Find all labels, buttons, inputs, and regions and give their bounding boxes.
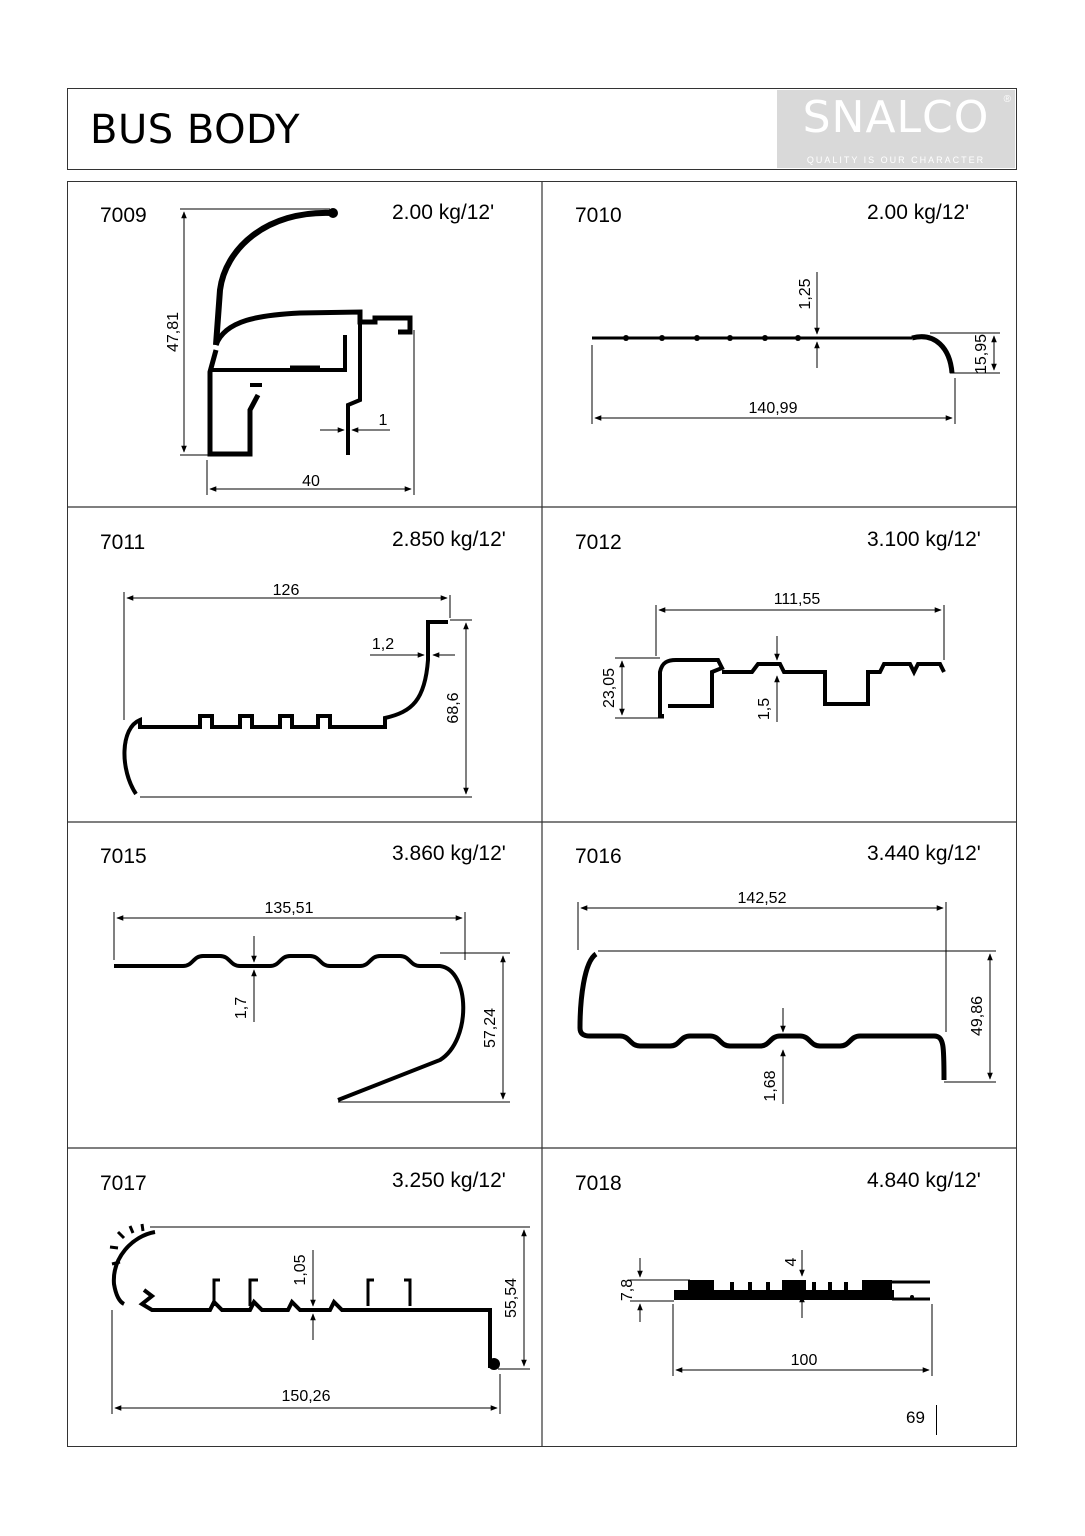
dim-7015-height: 57,24 <box>482 1008 499 1048</box>
logo-tagline: QUALITY IS OUR CHARACTER <box>806 155 986 165</box>
profile-drawing-7010 <box>591 272 1000 424</box>
page-number: 69 <box>906 1408 925 1427</box>
profile-code-7016: 7016 <box>575 845 622 868</box>
dim-7016-height: 49,86 <box>969 996 986 1036</box>
profile-code-7009: 7009 <box>100 204 147 227</box>
profile-drawing-7018 <box>630 1250 933 1376</box>
profile-drawing-7016 <box>577 902 996 1104</box>
profile-drawing-7017 <box>109 1223 530 1414</box>
page-header: BUS BODY SNALCO ® QUALITY IS OUR CHARACT… <box>67 88 1017 170</box>
dim-7018-width: 100 <box>791 1352 818 1369</box>
logo-name: SNALCO <box>802 92 990 143</box>
profile-weight-7012: 3.100 kg/12' <box>867 528 981 551</box>
profile-weight-7015: 3.860 kg/12' <box>392 842 506 865</box>
profile-weight-7011: 2.850 kg/12' <box>392 528 506 551</box>
dim-7011-height: 68,6 <box>445 692 462 723</box>
page-number-rule <box>936 1405 937 1435</box>
dim-7011-thickness: 1,2 <box>372 636 394 653</box>
profile-code-7010: 7010 <box>575 204 622 227</box>
grid-lines <box>67 181 1017 1447</box>
dim-7018-thickness: 4 <box>783 1257 800 1266</box>
dim-7012-thickness: 1,5 <box>756 698 773 720</box>
dim-7009-thickness: 1 <box>379 412 388 429</box>
dim-7012-width: 111,55 <box>774 591 821 608</box>
logo-registered-mark: ® <box>1003 94 1011 105</box>
profile-weight-7009: 2.00 kg/12' <box>392 201 495 224</box>
dim-7010-width: 140,99 <box>749 400 798 417</box>
profile-drawing-7011 <box>122 592 472 798</box>
page-title: BUS BODY <box>90 107 301 153</box>
profile-code-7018: 7018 <box>575 1172 622 1195</box>
dim-7017-height: 55,54 <box>503 1278 520 1318</box>
profile-weight-7010: 2.00 kg/12' <box>867 201 970 224</box>
profile-weight-7016: 3.440 kg/12' <box>867 842 981 865</box>
profile-code-7011: 7011 <box>100 531 146 554</box>
dim-7016-thickness: 1,68 <box>762 1070 779 1101</box>
dim-7017-width: 150,26 <box>282 1388 331 1405</box>
dim-7017-thickness: 1,05 <box>292 1254 309 1285</box>
profile-code-7015: 7015 <box>100 845 147 868</box>
profile-code-7012: 7012 <box>575 531 622 554</box>
dim-7015-width: 135,51 <box>265 900 314 917</box>
profile-drawing-7012 <box>615 605 946 722</box>
profile-code-7017: 7017 <box>100 1172 147 1195</box>
dim-7018-height: 7,8 <box>619 1279 636 1301</box>
profile-weight-7018: 4.840 kg/12' <box>867 1169 981 1192</box>
dim-7012-height: 23,05 <box>601 668 618 708</box>
dim-7010-thickness: 1,25 <box>797 278 814 309</box>
dim-7009-height: 47,81 <box>165 312 182 352</box>
dim-7010-height: 15,95 <box>973 334 990 374</box>
profile-drawing-7015 <box>113 912 510 1103</box>
snalco-logo: SNALCO ® QUALITY IS OUR CHARACTER <box>777 90 1015 168</box>
profile-drawing-7009 <box>180 208 415 495</box>
dim-7016-width: 142,52 <box>738 890 787 907</box>
dim-7011-width: 126 <box>273 582 300 599</box>
profile-weight-7017: 3.250 kg/12' <box>392 1169 506 1192</box>
dim-7009-width: 40 <box>302 473 320 490</box>
dim-7015-thickness: 1,7 <box>233 997 250 1019</box>
